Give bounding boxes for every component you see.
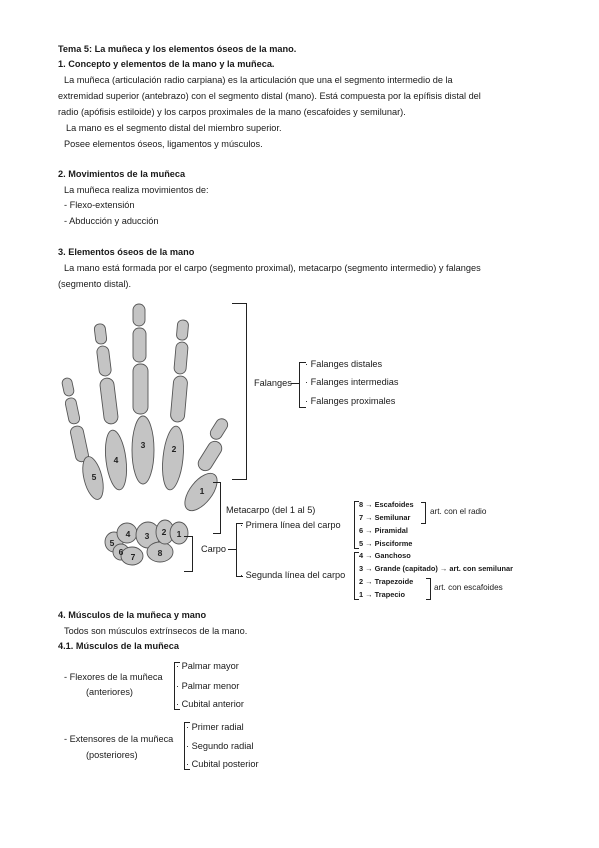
bone-number: 5 xyxy=(92,472,97,482)
muscle-item: · Primer radial xyxy=(186,722,244,732)
paragraph-line: La mano es el segmento distal del miembr… xyxy=(66,123,282,133)
paragraph-line: (segmento distal). xyxy=(58,279,132,289)
hand-skeleton-illustration: 1 2 3 4 5 1 2 3 4 5 6 7 8 xyxy=(61,303,229,566)
connector-line xyxy=(291,383,299,384)
metacarpo-brace xyxy=(213,482,221,534)
segunda-linea-label: · Segunda línea del carpo xyxy=(240,570,346,580)
bone-number: 7 xyxy=(131,552,136,562)
paragraph-line: La muñeca (articulación radio carpiana) … xyxy=(64,75,453,85)
bone-number: 2 xyxy=(172,444,177,454)
section-4-heading: 4. Músculos de la muñeca y mano xyxy=(58,610,207,620)
muscle-item: · Palmar menor xyxy=(176,681,240,691)
list-item: - Flexo-extensión xyxy=(64,200,135,210)
muscle-item: · Segundo radial xyxy=(186,741,254,751)
bone-number: 2 xyxy=(162,527,167,537)
section-2-heading: 2. Movimientos de la muñeca xyxy=(58,169,186,179)
carpal-item: 3 → Grande (capitado) → art. con semilun… xyxy=(359,564,514,573)
bone-number: 5 xyxy=(110,538,115,548)
segunda-brace xyxy=(354,552,359,600)
paragraph-line: La mano está formada por el carpo (segme… xyxy=(64,263,481,273)
bone-number: 1 xyxy=(200,486,205,496)
primera-linea-label: · Primera línea del carpo xyxy=(240,520,341,530)
falanges-outer-brace xyxy=(232,303,247,480)
metacarpo-label: Metacarpo (del 1 al 5) xyxy=(226,505,316,515)
falanges-item: · Falanges proximales xyxy=(305,396,396,406)
art-escafoides-note: art. con escafoides xyxy=(434,583,503,592)
bone-number: 1 xyxy=(177,529,182,539)
connector-line xyxy=(228,549,236,550)
carpo-label: Carpo xyxy=(201,544,227,554)
document-title: Tema 5: La muñeca y los elementos óseos … xyxy=(58,44,297,54)
bone-number: 3 xyxy=(141,440,146,450)
bone-number: 4 xyxy=(114,455,119,465)
flexores-label: - Flexores de la muñeca xyxy=(64,672,163,682)
bone-number: 8 xyxy=(158,548,163,558)
extensores-sublabel: (posteriores) xyxy=(86,750,138,760)
art-radio-note: art. con el radio xyxy=(430,507,487,516)
carpo-brace xyxy=(236,523,243,577)
extensores-label: - Extensores de la muñeca xyxy=(64,734,174,744)
list-item: - Abducción y aducción xyxy=(64,216,159,226)
falanges-item: · Falanges intermedias xyxy=(305,377,399,387)
section-4-1-heading: 4.1. Músculos de la muñeca xyxy=(58,641,180,651)
primera-brace xyxy=(354,501,359,549)
falanges-label: Falanges xyxy=(254,378,292,388)
paragraph-line: La muñeca realiza movimientos de: xyxy=(64,185,209,195)
paragraph-line: Posee elementos óseos, ligamentos y músc… xyxy=(64,139,263,149)
section-3-heading: 3. Elementos óseos de la mano xyxy=(58,247,195,257)
carpal-item: 1 → Trapecio xyxy=(359,590,406,599)
art-escafoides-brace xyxy=(426,578,431,600)
paragraph-line: extremidad superior (antebrazo) con el s… xyxy=(58,91,481,101)
carpal-item: 8 → Escafoides xyxy=(359,500,414,509)
extensores-brace xyxy=(184,722,190,770)
muscle-item: · Palmar mayor xyxy=(176,661,239,671)
bone-number: 4 xyxy=(126,529,131,539)
muscle-item: · Cubital posterior xyxy=(186,759,259,769)
flexores-brace xyxy=(174,662,180,710)
paragraph-line: radio (apófisis estiloide) y los carpos … xyxy=(58,107,406,117)
carpal-item: 5 → Pisciforme xyxy=(359,539,413,548)
brace-line xyxy=(246,303,247,478)
bone-number: 6 xyxy=(119,547,124,557)
paragraph-line: Todos son músculos extrínsecos de la man… xyxy=(64,626,248,636)
carpal-item: 2 → Trapezoide xyxy=(359,577,414,586)
carpal-item: 4 → Ganchoso xyxy=(359,551,411,560)
section-1-heading: 1. Concepto y elementos de la mano y la … xyxy=(58,59,275,69)
falanges-brace xyxy=(299,362,306,408)
carpo-small-brace xyxy=(184,536,193,572)
muscle-item: · Cubital anterior xyxy=(176,699,244,709)
carpal-item: 6 → Piramidal xyxy=(359,526,408,535)
carpal-item: 7 → Semilunar xyxy=(359,513,411,522)
bone-number: 3 xyxy=(145,531,150,541)
falanges-item: · Falanges distales xyxy=(305,359,383,369)
art-radio-brace xyxy=(421,502,426,524)
flexores-sublabel: (anteriores) xyxy=(86,687,133,697)
